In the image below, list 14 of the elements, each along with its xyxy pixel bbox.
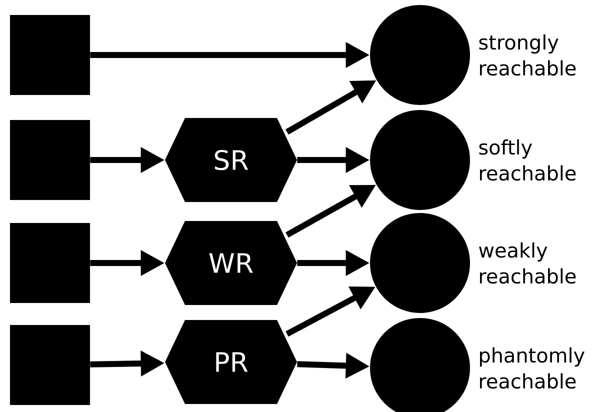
square [10,15,90,95]
hexagon: SR [165,118,297,202]
side-label: weakly reachable [479,242,576,284]
circle [370,213,470,313]
square [10,223,90,303]
hexagon: PR [165,320,297,404]
square [10,120,90,200]
circle [370,110,470,210]
side-label: phantomly reachable [480,347,584,389]
side-label: softly reachable [479,139,576,181]
hexagon: WR [165,221,297,305]
square [10,325,90,405]
side-label: strongly reachable [479,34,576,76]
circle [370,5,470,105]
